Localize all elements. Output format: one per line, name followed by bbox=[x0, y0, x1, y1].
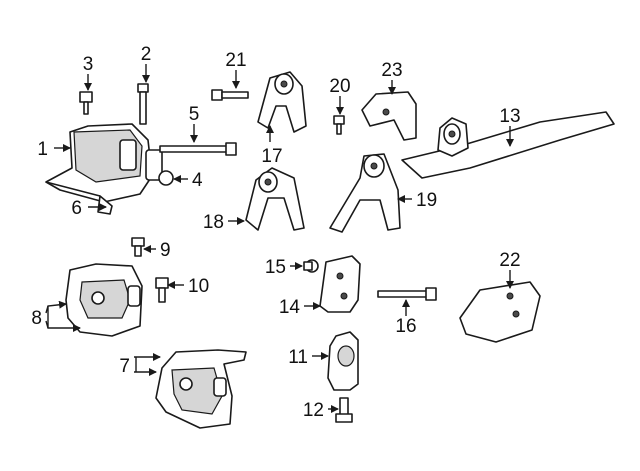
callout-14: 14 bbox=[279, 297, 301, 318]
callout-4: 4 bbox=[192, 170, 203, 191]
callout-9: 9 bbox=[160, 240, 171, 261]
callout-16: 16 bbox=[395, 316, 416, 337]
part-7-mount-assembly bbox=[155, 349, 247, 429]
callout-6: 6 bbox=[71, 198, 82, 219]
callout-15: 15 bbox=[265, 257, 286, 278]
callout-20: 20 bbox=[329, 76, 350, 97]
callout-11: 11 bbox=[288, 347, 308, 368]
part-15-bolt bbox=[303, 259, 319, 273]
part-14-bracket bbox=[319, 255, 361, 313]
callout-19: 19 bbox=[416, 190, 437, 211]
callout-labels: 3 2 5 1 4 6 21 17 20 23 13 18 19 9 10 8 … bbox=[31, 44, 520, 421]
part-11-mount bbox=[327, 331, 359, 391]
callout-13: 13 bbox=[499, 106, 520, 127]
callout-8: 8 bbox=[31, 308, 42, 329]
part-2-bolt bbox=[137, 83, 149, 125]
part-5-long-bolt bbox=[159, 142, 237, 156]
part-17-bracket bbox=[257, 71, 307, 133]
callout-12: 12 bbox=[303, 400, 324, 421]
callout-1: 1 bbox=[37, 139, 48, 160]
callout-5: 5 bbox=[189, 104, 200, 125]
leader-lines bbox=[45, 64, 514, 413]
part-18-mount bbox=[245, 167, 305, 231]
part-16-bolt bbox=[377, 287, 437, 301]
part-9-bolt bbox=[131, 237, 145, 257]
part-1-engine-mount bbox=[45, 123, 174, 215]
part-21-bolt bbox=[211, 89, 249, 101]
part-23-bracket bbox=[361, 91, 417, 141]
callout-2: 2 bbox=[141, 44, 152, 65]
callout-22: 22 bbox=[499, 250, 520, 271]
callout-18: 18 bbox=[203, 212, 224, 233]
callout-17: 17 bbox=[261, 146, 282, 167]
part-12-bolt bbox=[335, 397, 353, 423]
callout-21: 21 bbox=[225, 50, 246, 71]
callout-7: 7 bbox=[119, 356, 130, 377]
callout-10: 10 bbox=[188, 276, 209, 297]
part-3-stud bbox=[79, 91, 93, 115]
callout-23: 23 bbox=[381, 60, 402, 81]
part-20-stud bbox=[333, 115, 345, 135]
part-8-transmission-mount bbox=[65, 263, 143, 337]
part-19-mount bbox=[329, 153, 401, 233]
part-22-bracket bbox=[459, 281, 541, 343]
part-10-bolt bbox=[155, 277, 169, 303]
callout-3: 3 bbox=[83, 54, 94, 75]
